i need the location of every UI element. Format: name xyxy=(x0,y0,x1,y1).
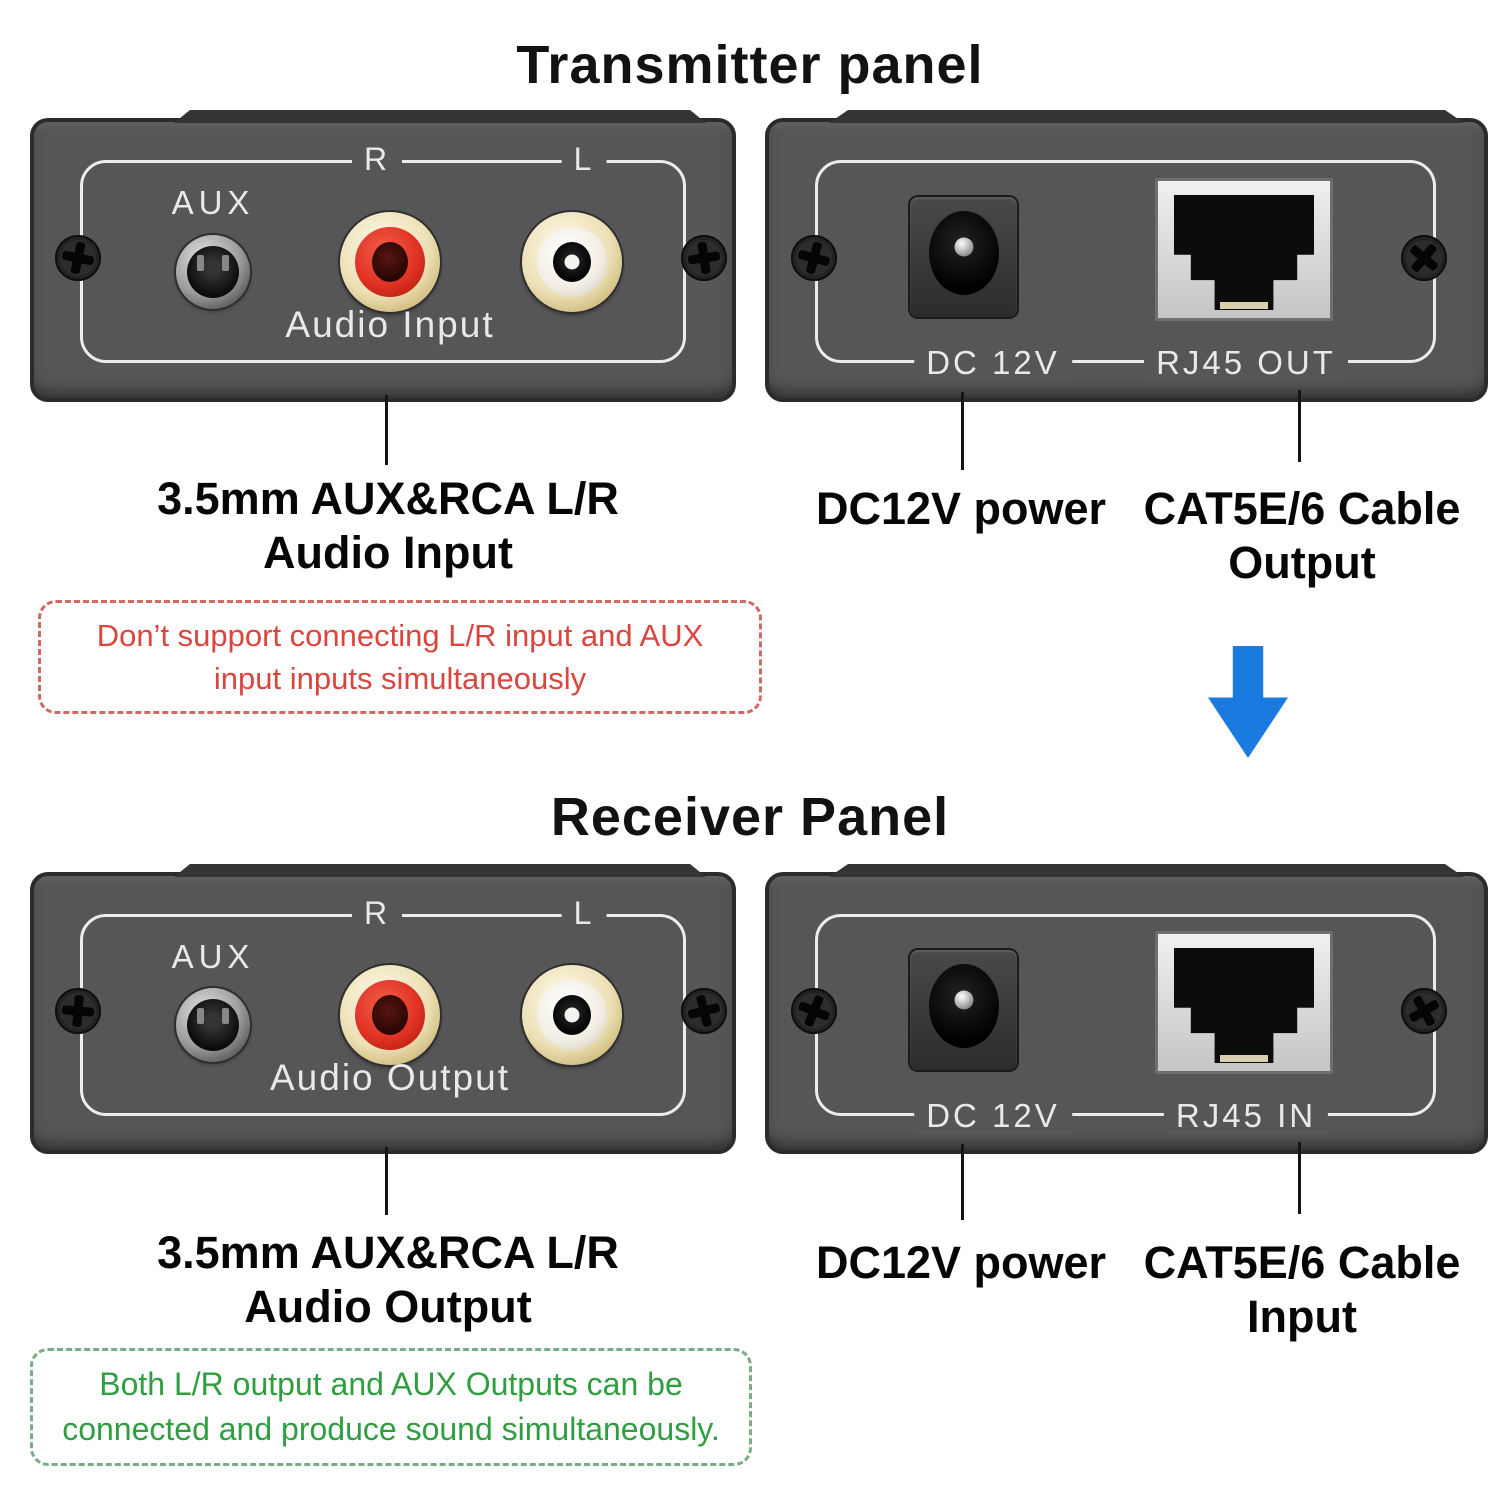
rx-audio-annotation: 3.5mm AUX&RCA L/R Audio Output xyxy=(88,1226,688,1334)
tx-cable-annotation-line2: Output xyxy=(1228,537,1376,588)
screw-icon xyxy=(790,234,838,282)
panel-top-edge xyxy=(829,110,1464,123)
dc-jack-hole xyxy=(928,211,999,296)
receiver-audio-panel: R L AUX Audio Output xyxy=(30,864,736,1154)
rca-pin-dot xyxy=(564,254,580,270)
dc-12v-label: DC 12V xyxy=(914,1097,1072,1135)
screw-icon xyxy=(54,234,102,282)
rca-hole xyxy=(372,242,408,282)
rca-white-body xyxy=(537,227,607,297)
pointer-line xyxy=(961,1144,964,1220)
audio-caption: Audio Output xyxy=(270,1057,510,1098)
dc-12v-label: DC 12V xyxy=(914,344,1072,382)
audio-caption: Audio Input xyxy=(285,304,495,345)
rj45-port xyxy=(1155,178,1333,321)
rca-jack-left xyxy=(522,212,622,312)
pointer-line xyxy=(385,395,388,465)
pointer-line xyxy=(961,392,964,470)
receiver-power-panel: DC 12V RJ45 IN xyxy=(765,864,1488,1154)
aux-jack-hole xyxy=(187,999,239,1051)
pointer-line xyxy=(1298,390,1301,462)
dc-power-jack xyxy=(910,950,1017,1070)
tx-audio-annotation-line2: Audio Input xyxy=(263,527,513,578)
l-channel-label: L xyxy=(561,141,607,178)
rca-red-body xyxy=(355,227,425,297)
dc-power-jack xyxy=(910,197,1017,317)
screw-icon xyxy=(1400,987,1448,1035)
screw-icon xyxy=(790,987,838,1035)
aux-jack xyxy=(176,988,250,1062)
tx-audio-annotation: 3.5mm AUX&RCA L/R Audio Input xyxy=(88,472,688,580)
panel-top-edge xyxy=(829,864,1464,877)
rx-audio-annotation-line1: 3.5mm AUX&RCA L/R xyxy=(157,1227,619,1278)
aux-jack xyxy=(176,235,250,309)
aux-label: AUX xyxy=(171,938,255,975)
transmitter-title: Transmitter panel xyxy=(516,35,984,95)
transmitter-power-panel: DC 12V RJ45 OUT xyxy=(765,110,1488,402)
pointer-line xyxy=(385,1147,388,1215)
rj45-opening xyxy=(1174,195,1314,310)
down-arrow-icon xyxy=(1208,646,1288,758)
l-channel-label: L xyxy=(561,895,607,932)
note-line2: connected and produce sound simultaneous… xyxy=(62,1411,720,1447)
rj45-contact-strip xyxy=(1220,1055,1268,1062)
dc-jack-pin xyxy=(954,990,973,1010)
screw-icon xyxy=(1400,234,1448,282)
rca-jack-right xyxy=(340,212,440,312)
rj45-opening xyxy=(1174,948,1314,1063)
tx-power-annotation: DC12V power xyxy=(815,483,1107,534)
aux-label: AUX xyxy=(171,184,255,221)
rca-jack-right xyxy=(340,965,440,1065)
r-channel-label: R xyxy=(351,141,403,178)
note-box: Both L/R output and AUX Outputs can be c… xyxy=(30,1348,752,1466)
warning-line1: Don’t support connecting L/R input and A… xyxy=(96,617,704,653)
rj45-out-label: RJ45 OUT xyxy=(1144,344,1348,382)
panel-outline: DC 12V RJ45 IN xyxy=(815,914,1436,1135)
transmitter-audio-panel: R L AUX Audio Input xyxy=(30,110,736,402)
dc-jack-hole xyxy=(928,964,999,1049)
rx-cable-annotation-line1: CAT5E/6 Cable xyxy=(1143,1237,1461,1288)
screw-icon xyxy=(680,987,728,1035)
rca-hole xyxy=(372,995,408,1035)
warning-line2: input inputs simultaneously xyxy=(213,661,587,696)
screw-icon xyxy=(680,234,728,282)
pointer-line xyxy=(1298,1142,1301,1214)
rca-pin-dot xyxy=(564,1007,580,1023)
rj45-contact-strip xyxy=(1220,302,1268,309)
rca-white-body xyxy=(537,980,607,1050)
rca-red-body xyxy=(355,980,425,1050)
rca-jack-left xyxy=(522,965,622,1065)
note-line1: Both L/R output and AUX Outputs can be xyxy=(99,1366,683,1403)
rx-cable-annotation: CAT5E/6 Cable Input xyxy=(1092,1236,1500,1344)
panel-top-edge xyxy=(174,110,706,123)
receiver-title: Receiver Panel xyxy=(550,787,950,847)
rca-hole xyxy=(553,995,591,1035)
tx-cable-annotation-line1: CAT5E/6 Cable xyxy=(1143,483,1461,534)
dc-jack-pin xyxy=(954,237,973,257)
screw-icon xyxy=(54,987,102,1035)
aux-jack-hole xyxy=(187,246,239,298)
rx-power-annotation: DC12V power xyxy=(815,1237,1107,1288)
r-channel-label: R xyxy=(351,895,403,932)
rx-audio-annotation-line2: Audio Output xyxy=(244,1281,532,1332)
rca-hole xyxy=(553,242,591,282)
rj45-in-label: RJ45 IN xyxy=(1163,1097,1329,1135)
rj45-port xyxy=(1155,931,1333,1074)
rx-cable-annotation-line2: Input xyxy=(1247,1291,1357,1342)
tx-cable-annotation: CAT5E/6 Cable Output xyxy=(1092,482,1500,590)
panel-outline: DC 12V RJ45 OUT xyxy=(815,160,1436,382)
tx-audio-annotation-line1: 3.5mm AUX&RCA L/R xyxy=(157,473,619,524)
panel-top-edge xyxy=(174,864,706,877)
warning-box: Don’t support connecting L/R input and A… xyxy=(38,600,762,714)
